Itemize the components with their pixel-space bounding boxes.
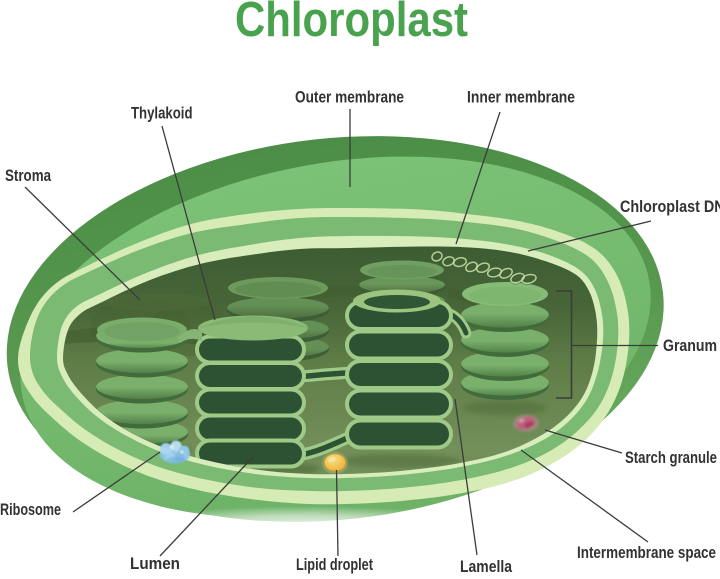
svg-text:Lumen: Lumen: [130, 554, 180, 573]
svg-text:Chloroplast DNA: Chloroplast DNA: [620, 197, 720, 216]
svg-text:Intermembrane space: Intermembrane space: [577, 543, 716, 562]
svg-text:Outer membrane: Outer membrane: [295, 88, 404, 107]
svg-text:Starch granule: Starch granule: [625, 448, 717, 467]
svg-text:Thylakoid: Thylakoid: [131, 104, 193, 123]
svg-text:Lipid droplet: Lipid droplet: [296, 555, 373, 574]
svg-text:Inner membrane: Inner membrane: [467, 88, 575, 107]
svg-text:Lamella: Lamella: [460, 557, 512, 576]
svg-text:Stroma: Stroma: [5, 166, 51, 185]
svg-text:Ribosome: Ribosome: [0, 500, 61, 519]
svg-text:Chloroplast: Chloroplast: [235, 0, 468, 47]
svg-text:Granum: Granum: [663, 336, 717, 355]
